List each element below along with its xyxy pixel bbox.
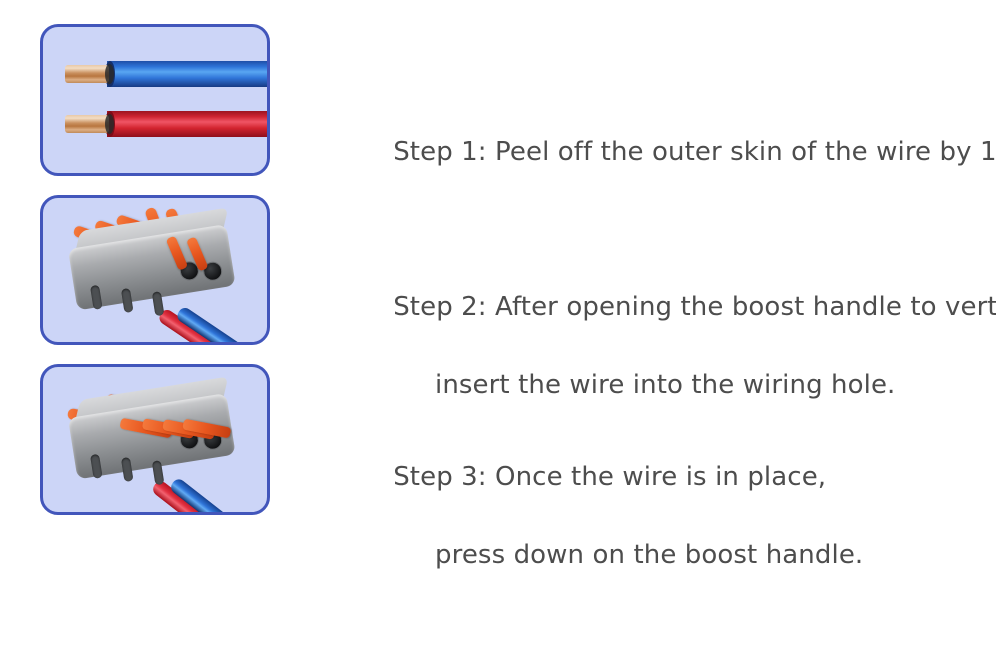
connector-slot-2: [120, 456, 134, 483]
step-1-line-1: Step 1: Peel off the outer skin of the w…: [393, 137, 996, 167]
step-1-text: Step 1: Peel off the outer skin of the w…: [343, 94, 996, 211]
connector-slot-1: [90, 284, 103, 310]
blue-wire-copper-tip: [65, 64, 114, 84]
step-2-illustration-panel: [40, 195, 270, 345]
red-wire-copper-tip: [65, 114, 114, 134]
stripped-wires-illustration: [43, 27, 267, 173]
connector-slot-1: [90, 453, 103, 479]
lever-connector: [58, 198, 248, 327]
connector-slot-3: [151, 291, 165, 317]
step-3-text: Step 3: Once the wire is in place, press…: [343, 419, 863, 653]
step-3-illustration-panel: [40, 364, 270, 515]
connector-levers-closed-illustration: [43, 367, 267, 512]
connector-slot-2: [120, 287, 134, 314]
step-2-line-2: insert the wire into the wiring hole.: [435, 370, 896, 400]
instruction-sheet: Step 1: Peel off the outer skin of the w…: [40, 0, 996, 570]
red-wire: [65, 111, 267, 137]
step-2-line-1: Step 2: After opening the boost handle t…: [393, 292, 996, 322]
blue-wire-insulation: [107, 61, 267, 87]
red-wire-insulation: [107, 111, 267, 137]
blue-wire: [65, 61, 267, 87]
step-3-line-2: press down on the boost handle.: [435, 540, 864, 570]
step-2-text: Step 2: After opening the boost handle t…: [343, 249, 996, 483]
step-3-line-1: Step 3: Once the wire is in place,: [393, 462, 827, 492]
step-text-column: Step 1: Peel off the outer skin of the w…: [343, 0, 996, 570]
connector-slot-3: [151, 460, 165, 486]
step-1-illustration-panel: [40, 24, 270, 176]
connector-levers-open-illustration: [43, 198, 267, 342]
lever-connector: [58, 367, 248, 496]
